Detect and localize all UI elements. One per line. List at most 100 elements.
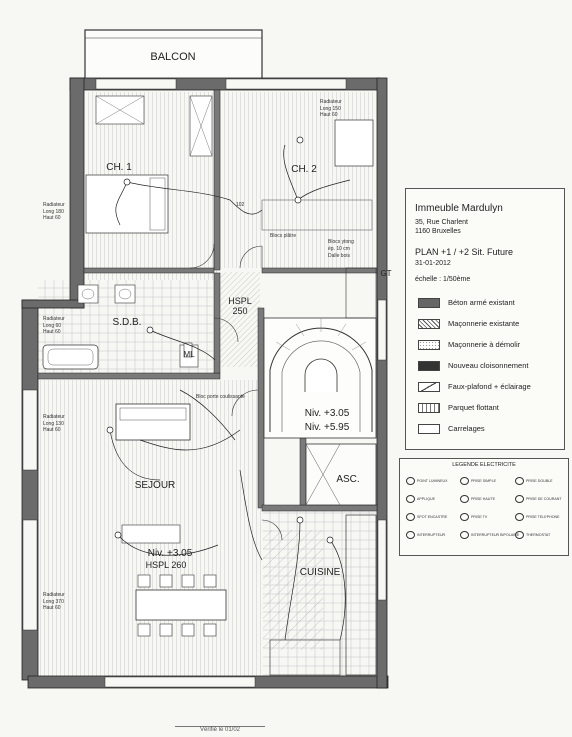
switch-icon <box>406 531 415 539</box>
elec-item: THERMOSTAT <box>515 531 550 539</box>
label-hspl: HSPL <box>228 296 252 306</box>
note-porte-coulissante: Bloc porte coulissante <box>196 394 245 400</box>
outlet-icon <box>460 477 469 485</box>
elec-item: PRISE DOUBLE <box>515 477 553 485</box>
electric-legend-title: LEGENDE ELECTRICITE <box>452 462 516 468</box>
elec-item: PRISE SIMPLE <box>460 477 496 485</box>
tv-outlet-icon <box>460 513 469 521</box>
light-points <box>106 136 334 544</box>
label-sdb: S.D.B. <box>113 317 142 328</box>
elec-item: POINT LUMINEUX <box>406 477 448 485</box>
bathtub <box>42 344 99 370</box>
tv-unit <box>121 524 181 544</box>
label-ch1: CH. 1 <box>106 162 132 173</box>
double-outlet-icon <box>515 477 524 485</box>
note-cote-102: 102 <box>236 202 245 208</box>
label-sejour-hspl: HSPL 260 <box>146 560 187 570</box>
interior-walls <box>37 89 378 512</box>
elec-item: PRISE DE COURANT <box>515 495 562 503</box>
legend-item-label: Parquet flottant <box>448 403 499 412</box>
swatch-faux-plafond <box>418 382 440 392</box>
label-stair-niveau-1: Niv. +3.05 <box>305 408 350 419</box>
note-sejour-radiateur: Radiateur <box>43 414 65 420</box>
electric-legend: LEGENDE ELECTRICITE POINT LUMINEUX PRISE… <box>399 458 569 556</box>
toilet <box>183 342 193 358</box>
legend-address-1: 35, Rue Charlent <box>415 219 468 226</box>
legend-item-parquet: Parquet flottant <box>418 403 568 415</box>
wall-light-icon <box>406 495 415 503</box>
label-sejour: SEJOUR <box>135 480 176 491</box>
light-point-icon <box>406 477 415 485</box>
high-outlet-icon <box>460 495 469 503</box>
elec-item: PRISE TV <box>460 513 487 521</box>
legend-item-label: Maçonnerie à démolir <box>448 340 521 349</box>
note-sejour-radiateur-2: Radiateur <box>43 592 65 598</box>
ch2-bed <box>334 119 374 167</box>
legend-item-label: Carrelages <box>448 424 485 433</box>
legend-item-demolir: Maçonnerie à démolir <box>418 340 568 352</box>
plan-legend: Immeuble Mardulyn 35, Rue Charlent 1160 … <box>405 188 565 450</box>
label-cuisine: CUISINE <box>300 567 341 578</box>
legend-item-maconnerie: Maçonnerie existante <box>418 319 568 331</box>
legend-scale: échelle : 1/50ème <box>415 276 471 283</box>
dining-table <box>135 589 227 621</box>
legend-item-cloisonnement: Nouveau cloisonnement <box>418 361 568 373</box>
note-dalle-bois: Dalle bois <box>328 253 350 259</box>
label-gt: GT <box>380 269 391 278</box>
note-ep10: ép. 10 cm <box>328 246 350 252</box>
sofa <box>115 403 191 441</box>
elevator-shaft <box>305 443 377 506</box>
swatch-beton <box>418 298 440 308</box>
elec-item: PRISE TELEPHONE <box>515 513 560 521</box>
sink-left <box>77 284 99 304</box>
doors <box>189 243 283 541</box>
note-ch1-radiateur: Radiateur <box>43 202 65 208</box>
spotlight-icon <box>406 513 415 521</box>
note-blocs-platre: Blocs plâtre <box>270 233 296 239</box>
swatch-cloisonnement <box>418 361 440 371</box>
legend-building: Immeuble Mardulyn <box>415 203 503 214</box>
label-asc: ASC. <box>336 474 359 485</box>
elec-item: SPOT ENCASTRE <box>406 513 447 521</box>
power-outlet-icon <box>515 495 524 503</box>
phone-outlet-icon <box>515 513 524 521</box>
label-sejour-niveau: Niv. +3.05 <box>148 548 193 559</box>
legend-item-label: Béton armé existant <box>448 298 515 307</box>
note-ch2-radiateur: Radiateur <box>320 99 342 105</box>
dining-chairs <box>137 574 217 637</box>
legend-item-beton: Béton armé existant <box>418 298 568 310</box>
swatch-parquet <box>418 403 440 413</box>
swatch-maconnerie <box>418 319 440 329</box>
electric-wiring <box>109 144 351 641</box>
label-stair-niveau-2: Niv. +5.95 <box>305 422 350 433</box>
legend-item-label: Nouveau cloisonnement <box>448 361 529 370</box>
legend-item-carrelages: Carrelages <box>418 424 568 436</box>
elec-item: INTERRUPTEUR BIPOLAIRE <box>460 531 519 539</box>
label-hspl-value: 250 <box>232 306 247 316</box>
legend-address-2: 1160 Bruxelles <box>415 228 461 235</box>
label-balcon: BALCON <box>150 51 195 63</box>
kitchen-counter <box>345 514 377 676</box>
legend-plan-title: PLAN +1 / +2 Sit. Future <box>415 247 514 257</box>
legend-item-label: Maçonnerie existante <box>448 319 520 328</box>
swatch-carrelages <box>418 424 440 434</box>
balcony-outline <box>84 29 263 81</box>
footer-stamp: Vérifié le 01/02 <box>175 726 265 737</box>
bipolar-switch-icon <box>460 531 469 539</box>
legend-date: 31-01-2012 <box>415 260 451 267</box>
thermostat-icon <box>515 531 524 539</box>
sink-right <box>114 284 136 304</box>
elec-item: APPLIQUE <box>406 495 435 503</box>
elec-item: INTERRUPTEUR <box>406 531 445 539</box>
legend-item-faux-plafond: Faux-plafond + éclairage <box>418 382 568 394</box>
note-blocs-ytong: Blocs ytong <box>328 239 354 245</box>
label-ch2: CH. 2 <box>291 164 317 175</box>
label-ml: ML <box>183 350 195 359</box>
note-sdb-radiateur: Radiateur <box>43 316 65 322</box>
